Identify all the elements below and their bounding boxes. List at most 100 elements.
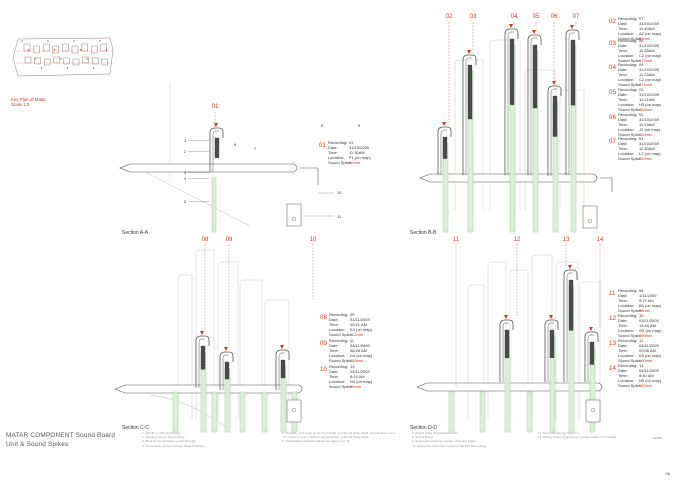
note-item: 4 Cutout Hole (screw between Metal Studd… [142,443,204,448]
recording-05-field-value: H3 (on map) [639,102,662,107]
spike-marker-arrow [442,122,446,126]
recording-02-field-value: A2 (on map) [639,31,662,36]
recording-08-field-value: 10:21 AM [350,322,367,327]
recording-02-field-label: Sound Spike: [618,36,642,41]
recording-05-field-value: 03 [639,87,644,92]
key-plan-spike-marker [92,67,95,69]
key-plan-component [91,57,99,65]
key-plan-component [42,43,50,52]
note-item: 5 Threads - end loops at the top to hook… [282,431,396,440]
recording-10-field-label: Recording: [329,364,348,369]
leg-support [286,399,302,423]
recording-02-field-value: 89mm [639,36,651,41]
sound-board-profile [119,163,298,173]
key-plan-spike-marker [73,40,75,42]
recording-04-number: 04 [609,64,616,71]
note-item: 12 Sliding Roller (supports and guides i… [538,435,617,440]
spike-marker-label: 10 [310,237,317,243]
recording-04-field-label: Sound Spike: [618,82,642,87]
recording-05-field-label: Recording: [618,87,637,92]
recording-10-field-label: Sound Spike: [329,384,353,389]
recording-10-number: 10 [320,366,327,373]
key-plan-spike-marker [34,58,36,60]
recording-05-field-label: Location: [618,102,634,107]
recording-09-field-value: 150mm [350,358,364,363]
recording-10-field-value: 04/11/2009 [350,369,370,374]
sound-spike-hook [584,331,599,382]
recording-04-field-label: Recording: [618,62,637,67]
section-b-drawing [419,22,613,233]
recording-12-number: 12 [609,315,616,322]
recording-01-number: 01 [319,142,326,149]
background-board-outline [239,279,263,420]
recording-04-field-value: C2 (on map) [639,77,662,82]
background-board-outline [177,274,193,420]
recording-07-number: 07 [609,138,616,145]
key-plan-spike-marker [40,67,43,69]
recording-01-field-value: F1 (on map) [349,155,371,160]
spike-marker-label: 11 [453,237,460,243]
spike-marker-arrow [509,24,513,28]
recording-01-field-value: 01 [349,140,354,145]
notes-column-1: 1 Handle to Internal Storage 2 Opening v… [142,431,204,448]
title-block: MATAR COMPONENT Sound Board Unit & Sound… [6,432,115,449]
key-plan-spike-marker [99,40,101,42]
section-c-label: Section C-C [122,425,149,431]
recording-07-field-label: Time: [618,146,628,151]
note-item: 2 Opening view of Sound Spike [142,435,185,440]
recording-01-field-label: Recording: [328,140,347,145]
spike-marker-label: 02 [446,14,453,20]
key-plan-component [101,58,109,66]
sound-spike [479,391,486,433]
recording-04-field-value: 04 [639,62,644,67]
recording-10-field-label: Date: [329,369,339,374]
spike-marker-label: 06 [551,14,558,20]
sound-spike-hook-inner [566,272,573,382]
recording-07-field-label: Date: [618,141,628,146]
recording-01-field-value: 60mm [349,160,361,165]
recording-06-field-value: 31/10/2009 [639,117,660,122]
recording-03-field-value: 31/10/2009 [639,43,660,48]
spike-marker-arrow [570,25,574,29]
recording-06-field-label: Date: [618,117,628,122]
roller-wheel [292,408,297,413]
recording-08-field-value: 112mm [350,332,364,337]
recording-14-field-value: 9:30 AM [639,373,654,378]
hatched-slider [467,64,473,120]
recording-14-field-label: Time: [618,373,628,378]
recording-11-field-value: 1/11/2009 [639,293,657,298]
background-board-outline [217,261,239,420]
recording-10-field-value: 93mm [350,384,362,389]
recording-07-field-label: Location: [618,151,634,156]
sound-spike [172,391,179,433]
spike-marker-label: 05 [533,14,540,20]
recording-11-field-label: Recording: [618,288,637,293]
spike-marker-arrow [532,30,536,34]
key-plan-spike-marker [60,58,62,60]
background-board-outline [531,254,553,420]
section-d-drawing [416,244,603,433]
recording-09-field-value: 11 [350,338,355,343]
hatched-slider [549,329,555,359]
sound-spike-hook-inner [278,352,285,390]
recording-09-field-label: Location: [329,353,345,358]
recording-11-field-label: Location: [618,303,634,308]
key-plan-spike-marker [27,49,30,51]
recording-14-field-value: N5 (on map) [639,378,662,383]
sound-spike [448,391,455,433]
hatched-slider [224,361,230,380]
sound-spike-hook-inner [440,129,447,175]
recording-13-field-value: 190mm [639,358,653,363]
recording-02-field-label: Location: [618,31,634,36]
recording-02-number: 02 [609,18,616,25]
recording-06-field-value: 02 [639,112,644,117]
recording-13-field-label: Recording: [618,338,637,343]
recording-03-field-label: Recording: [618,38,637,43]
sound-spike-hook-inner [587,334,594,382]
spike-marker-label: 07 [573,14,580,20]
recording-07-field-value: 210mm [639,156,653,161]
recording-09-field-label: Sound Spike: [329,358,353,363]
hatched-slider [504,329,510,359]
